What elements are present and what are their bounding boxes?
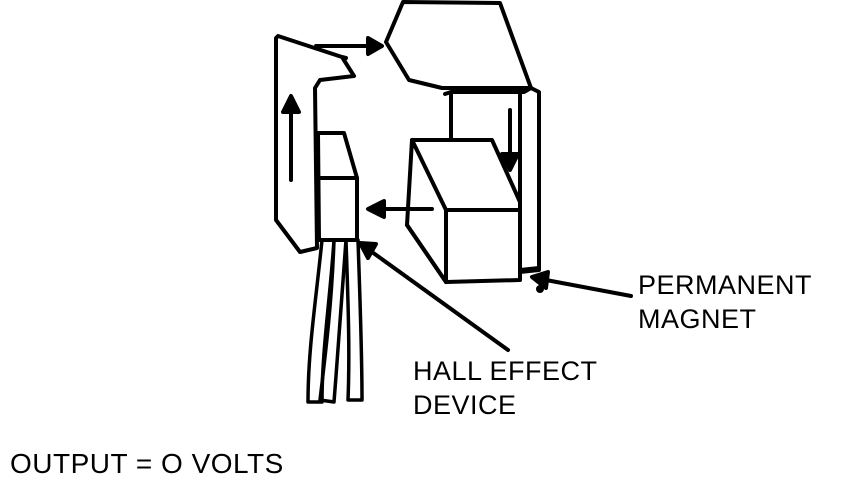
hall-effect-device-block — [316, 131, 359, 242]
magnet-lower-block — [405, 138, 522, 284]
permanent-magnet-label-line-2: MAGNET — [638, 304, 757, 334]
permanent-magnet-label-line-1: PERMANENT — [638, 270, 813, 300]
hall-effect-device-label-line-1: HALL EFFECT — [413, 356, 598, 386]
permanent-magnet-label: PERMANENT MAGNET — [638, 268, 812, 336]
magnet-right-plate — [518, 86, 541, 274]
output-wires — [306, 238, 364, 404]
leader-lines — [358, 241, 633, 352]
hall-effect-device-label: HALL EFFECT DEVICE — [413, 354, 598, 422]
hall-effect-device-label-line-2: DEVICE — [413, 390, 517, 420]
flux-arrows — [281, 36, 520, 219]
output-caption: OUTPUT = O VOLTS — [10, 448, 284, 479]
left-shield — [274, 34, 356, 254]
